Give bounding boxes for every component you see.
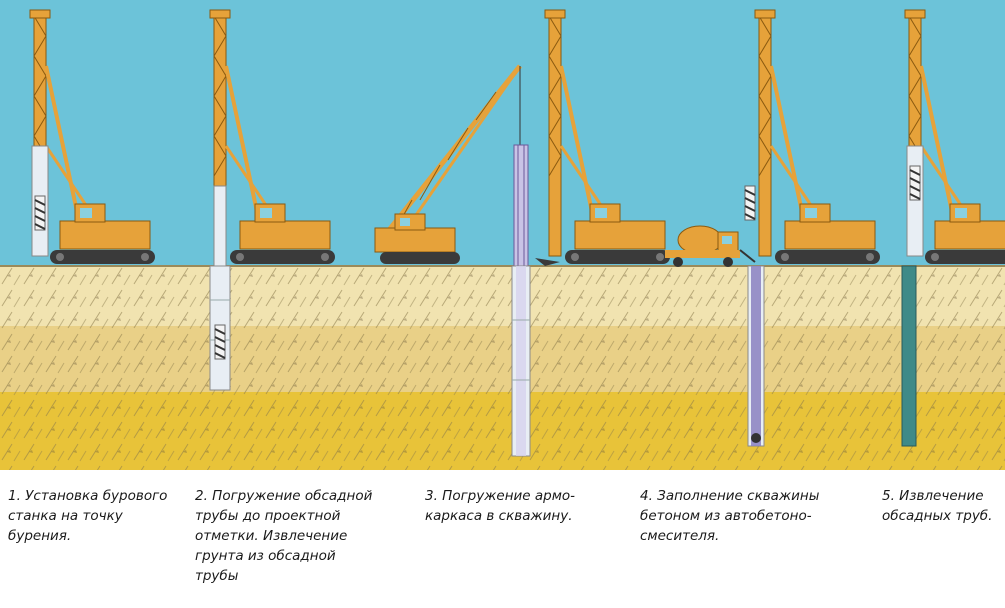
- rebar-cage-icon: [513, 144, 529, 268]
- scene-illustration: [0, 0, 1005, 470]
- drilling-rig-icon: [28, 8, 157, 266]
- caption-step-1: 1. Установка бурового станка на точку бу…: [8, 488, 168, 544]
- caption-step-2: 2. Погружение обсадной трубы до проектно…: [195, 488, 373, 584]
- concrete-mixer-truck-icon: [665, 225, 756, 267]
- crawler-crane-icon: [374, 64, 522, 264]
- drilling-rig-icon: [903, 8, 1005, 266]
- caption-step-4: 4. Заполнение скважины бетоном из автобе…: [640, 488, 820, 544]
- casing-pipe-icon: [747, 265, 765, 447]
- caption-step-5: 5. Извлечение обсадных труб.: [882, 488, 993, 524]
- concrete-pile: [901, 265, 917, 447]
- casing-pipe-icon: [511, 265, 531, 457]
- auger-icon: [214, 324, 226, 360]
- caption-step-3: 3. Погружение армо- каркаса в скважину.: [425, 488, 576, 524]
